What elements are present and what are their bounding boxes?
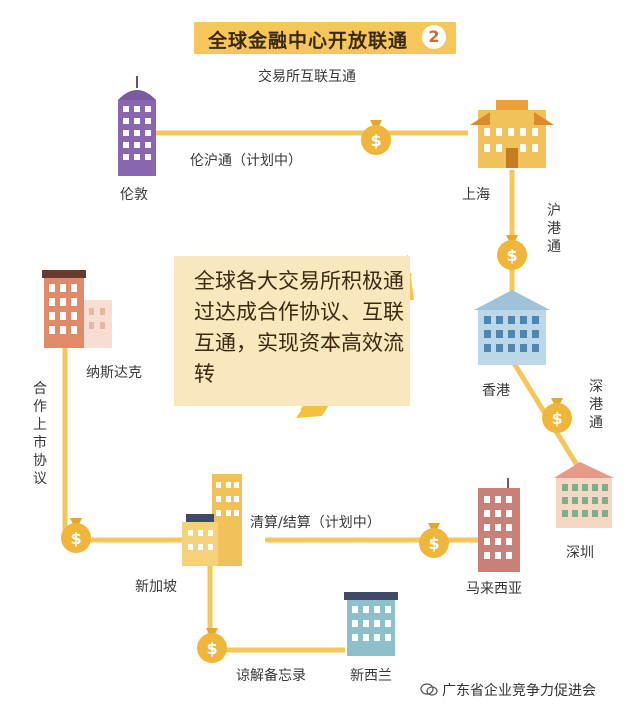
- link-label-shanghai-hk: 沪港通: [547, 203, 561, 255]
- svg-text:$: $: [70, 529, 81, 548]
- link-label-nasdaq-singapore: 合作上市协议: [33, 381, 47, 487]
- money-bag-icon: $: [497, 235, 527, 270]
- svg-text:$: $: [551, 409, 562, 428]
- london-building-icon: [118, 76, 156, 176]
- hongkong-building-icon: [474, 290, 550, 365]
- city-label-nasdaq: 纳斯达克: [86, 365, 142, 381]
- money-bag-icon: $: [419, 523, 449, 558]
- watermark: 广东省企业竞争力促进会: [420, 680, 596, 700]
- newzealand-building-icon: [344, 592, 398, 656]
- malaysia-building-icon: [478, 478, 520, 572]
- page-title: 全球金融中心开放联通: [208, 30, 409, 52]
- link-label-hk-shenzhen: 深港通: [589, 379, 603, 431]
- top-caption: 交易所互联互通: [258, 69, 356, 85]
- watermark-text: 广东省企业竞争力促进会: [442, 683, 596, 699]
- city-label-hongkong: 香港: [482, 383, 510, 399]
- title-number-badge: 2: [422, 25, 446, 49]
- note-text: 全球各大交易所积极通过达成合作协议、互联互通，实现资本高效流转: [194, 269, 404, 386]
- shenzhen-building-icon: [554, 462, 614, 528]
- svg-text:$: $: [206, 639, 217, 658]
- city-label-singapore: 新加坡: [135, 579, 177, 595]
- shanghai-building-icon: [470, 100, 554, 168]
- city-label-shenzhen: 深圳: [566, 545, 594, 561]
- city-label-london: 伦敦: [120, 187, 148, 203]
- city-label-shanghai: 上海: [462, 187, 490, 203]
- money-bag-icon: $: [197, 628, 227, 663]
- note-box: 全球各大交易所积极通过达成合作协议、互联互通，实现资本高效流转: [174, 256, 410, 406]
- link-label-singapore-nz: 谅解备忘录: [236, 668, 306, 684]
- wechat-icon: [420, 683, 438, 696]
- svg-text:$: $: [370, 131, 381, 150]
- title-banner: 全球金融中心开放联通 2: [194, 22, 456, 54]
- money-bag-icon: $: [542, 398, 572, 433]
- singapore-building-icon: [182, 474, 242, 566]
- city-label-malaysia: 马来西亚: [466, 581, 522, 597]
- svg-text:$: $: [428, 534, 439, 553]
- city-label-newzealand: 新西兰: [350, 668, 392, 684]
- svg-text:$: $: [506, 246, 517, 265]
- money-bag-icon: $: [361, 120, 391, 155]
- link-label-singapore-malaysia: 清算/结算（计划中）: [250, 515, 381, 531]
- link-label-london-shanghai: 伦沪通（计划中）: [190, 153, 302, 169]
- nasdaq-building-icon: [42, 270, 112, 348]
- line-singapore-nz: [207, 565, 345, 653]
- money-bag-icon: $: [61, 518, 91, 553]
